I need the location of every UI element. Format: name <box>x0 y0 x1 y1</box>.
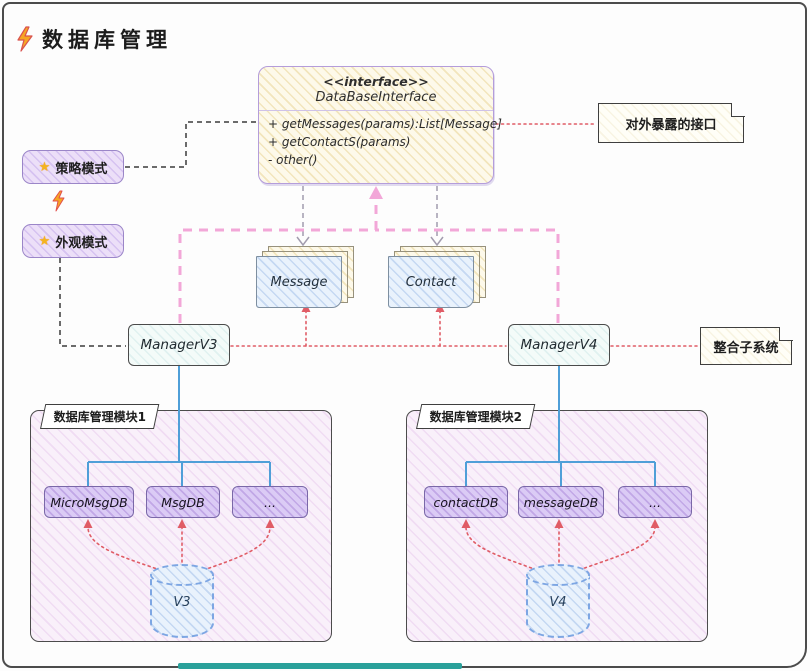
db-label: messageDB <box>523 494 599 510</box>
cylinder-label: V4 <box>549 595 567 611</box>
interface-method: + getMessages(params):List[Message] <box>268 117 502 131</box>
module2-label-tab: 数据库管理模块2 <box>416 404 536 429</box>
module-label: 数据库管理模块2 <box>429 410 523 424</box>
stack-sheet-front: Contact <box>388 256 474 308</box>
pattern-node-facade[interactable]: ★ 外观模式 <box>22 224 124 258</box>
stack-sheet-front: Message <box>256 256 342 308</box>
doc-stack-contact[interactable]: Contact <box>388 246 488 310</box>
manager-v4-node[interactable]: ManagerV4 <box>508 324 610 366</box>
database-cylinder-v3[interactable]: V3 <box>150 564 214 638</box>
interface-stereotype: <<interface>> <box>323 74 429 89</box>
cylinder-top <box>526 564 590 586</box>
db-label: ... <box>264 494 276 510</box>
interface-method: + getContactS(params) <box>268 135 411 149</box>
interface-method: - other() <box>268 153 318 167</box>
db-label: ... <box>649 494 661 510</box>
module1-label-tab: 数据库管理模块1 <box>40 404 160 429</box>
pattern-label: 策略模式 <box>55 161 108 177</box>
db-node-more-2[interactable]: ... <box>618 486 692 518</box>
interface-node[interactable]: <<interface>> DataBaseInterface + getMes… <box>258 66 502 184</box>
lightning-icon <box>52 190 65 212</box>
db-label: MicroMsgDB <box>50 494 128 510</box>
bottom-scroll-indicator[interactable] <box>178 663 462 669</box>
cylinder-body <box>526 575 590 638</box>
db-label: MsgDB <box>161 494 205 510</box>
cylinder-top <box>150 564 214 586</box>
db-node-msgdb[interactable]: MsgDB <box>146 486 220 518</box>
db-node-micromsgdb[interactable]: MicroMsgDB <box>44 486 134 518</box>
database-cylinder-v4[interactable]: V4 <box>526 564 590 638</box>
note-label: 对外暴露的接口 <box>625 117 717 133</box>
pattern-label: 外观模式 <box>55 235 108 251</box>
manager-label: ManagerV3 <box>140 337 218 353</box>
note-integration[interactable]: 整合子系统 <box>700 326 793 365</box>
doc-label: Contact <box>405 274 457 290</box>
page-header: 数据库管理 <box>16 24 172 54</box>
doc-stack-message[interactable]: Message <box>256 246 356 310</box>
manager-label: ManagerV4 <box>520 337 598 353</box>
interface-method-list: + getMessages(params):List[Message] + ge… <box>259 110 502 169</box>
manager-v3-node[interactable]: ManagerV3 <box>128 324 230 366</box>
doc-label: Message <box>270 274 328 290</box>
cylinder-label: V3 <box>173 595 191 611</box>
db-node-contactdb[interactable]: contactDB <box>424 486 508 518</box>
db-node-more-1[interactable]: ... <box>232 486 308 518</box>
star-icon: ★ <box>38 159 51 175</box>
lightning-icon <box>17 26 33 52</box>
pattern-node-strategy[interactable]: ★ 策略模式 <box>22 150 124 184</box>
db-node-messagedb[interactable]: messageDB <box>518 486 604 518</box>
note-exposed-api[interactable]: 对外暴露的接口 <box>598 102 745 143</box>
note-label: 整合子系统 <box>713 340 779 356</box>
module-label: 数据库管理模块1 <box>53 410 147 424</box>
star-icon: ★ <box>38 233 51 249</box>
page-title: 数据库管理 <box>42 28 172 52</box>
db-label: contactDB <box>433 494 499 510</box>
interface-name: DataBaseInterface <box>315 90 437 105</box>
